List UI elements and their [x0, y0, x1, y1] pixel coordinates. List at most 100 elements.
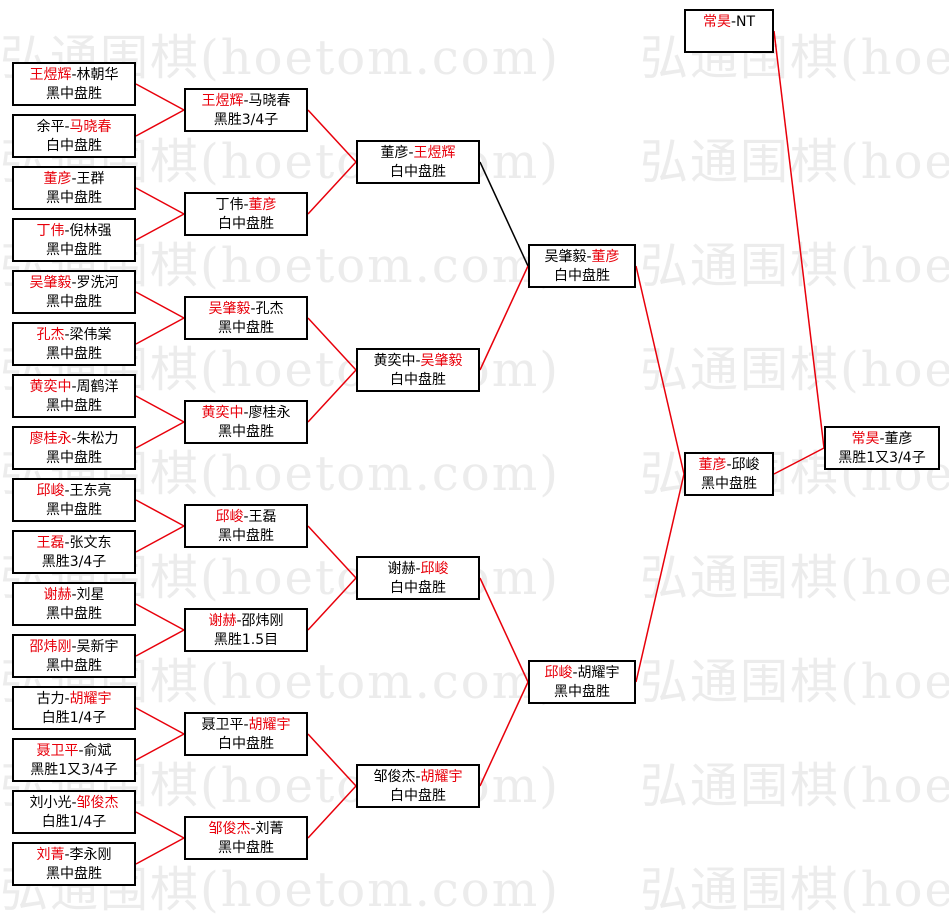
connector-line — [135, 187, 185, 215]
seed-match: 常昊-NT — [684, 9, 774, 53]
player-black: 董彦 — [698, 457, 727, 473]
player-white: 马晓春 — [248, 93, 291, 109]
match-players: 王煜辉-马晓春 — [186, 92, 306, 111]
connector-line — [479, 577, 529, 683]
versus-dash: - — [243, 405, 249, 421]
player-white: 周鹤洋 — [76, 379, 119, 395]
semifinal-match: 邱峻-胡耀宇黑中盘胜 — [528, 660, 636, 704]
match-players: 王煜辉-林朝华 — [14, 66, 134, 85]
match-result: 黑中盘胜 — [46, 502, 102, 518]
versus-dash: - — [243, 509, 249, 525]
player-white: 吴新宇 — [76, 639, 119, 655]
match-result: 黑胜1又3/4子 — [838, 450, 926, 466]
match-result: 白中盘胜 — [390, 580, 446, 596]
player-black: 常昊 — [851, 431, 880, 447]
player-black: 孔杰 — [36, 327, 65, 343]
player-white: 胡耀宇 — [69, 691, 112, 707]
round1-match: 廖桂永-朱松力黑中盘胜 — [12, 426, 136, 470]
match-result: 黑胜1又3/4子 — [30, 762, 118, 778]
versus-dash: - — [586, 249, 592, 265]
player-black: 邱峻 — [36, 483, 65, 499]
match-result: 黑中盘胜 — [46, 86, 102, 102]
connector-line — [773, 30, 825, 449]
match-result: 黑中盘胜 — [218, 320, 274, 336]
match-result: 黑中盘胜 — [46, 190, 102, 206]
match-result: 白中盘胜 — [46, 138, 102, 154]
connector-line — [307, 785, 357, 839]
match-players: 聂卫平-胡耀宇 — [186, 716, 306, 735]
match-players: 董彦-王煜辉 — [358, 144, 478, 163]
round3-match: 谢赫-邱峻白中盘胜 — [356, 556, 480, 600]
match-players: 董彦-邱峻 — [686, 456, 772, 475]
final-match: 常昊-董彦黑胜1又3/4子 — [824, 426, 940, 470]
round2-match: 谢赫-邵炜刚黑胜1.5目 — [184, 608, 308, 652]
versus-dash: - — [415, 353, 421, 369]
connector-line — [135, 317, 185, 345]
versus-dash: - — [64, 119, 70, 135]
connector-line — [135, 837, 185, 865]
match-players: 孔杰-梁伟棠 — [14, 326, 134, 345]
match-players: 谢赫-邵炜刚 — [186, 612, 306, 631]
match-players: 丁伟-董彦 — [186, 196, 306, 215]
player-white: 邵炜刚 — [241, 613, 284, 629]
versus-dash: - — [64, 483, 70, 499]
player-black: 邱峻 — [215, 509, 244, 525]
versus-dash: - — [64, 847, 70, 863]
player-black: 丁伟 — [36, 223, 65, 239]
versus-dash: - — [64, 327, 70, 343]
round3-match: 邹俊杰-胡耀宇白中盘胜 — [356, 764, 480, 808]
connector-line — [635, 265, 685, 475]
match-players: 黄奕中-周鹤洋 — [14, 378, 134, 397]
player-black: 吴肇毅 — [208, 301, 251, 317]
match-players: 董彦-王群 — [14, 170, 134, 189]
match-result: 白中盘胜 — [390, 788, 446, 804]
player-white: 孔杰 — [255, 301, 284, 317]
player-black: 余平 — [36, 119, 65, 135]
player-white: 胡耀宇 — [577, 665, 620, 681]
match-result: 黑中盘胜 — [701, 476, 757, 492]
versus-dash: - — [408, 145, 414, 161]
connector-line — [307, 525, 357, 579]
match-players: 黄奕中-吴肇毅 — [358, 352, 478, 371]
match-result: 黑胜1.5目 — [213, 632, 279, 648]
player-black: 谢赫 — [387, 561, 416, 577]
connector-line — [307, 577, 357, 631]
connector-line — [307, 109, 357, 163]
round2-match: 邱峻-王磊黑中盘胜 — [184, 504, 308, 548]
round1-match: 董彦-王群黑中盘胜 — [12, 166, 136, 210]
match-players: 常昊-董彦 — [826, 430, 938, 449]
match-players: 谢赫-邱峻 — [358, 560, 478, 579]
connector-line — [773, 447, 825, 475]
player-white: 王东亮 — [69, 483, 112, 499]
match-players: 刘菁-李永刚 — [14, 846, 134, 865]
versus-dash: - — [71, 431, 77, 447]
versus-dash: - — [879, 431, 885, 447]
round2-match: 丁伟-董彦白中盘胜 — [184, 192, 308, 236]
player-black: 古力 — [36, 691, 65, 707]
connector-line — [307, 161, 357, 215]
round1-match: 黄奕中-周鹤洋黑中盘胜 — [12, 374, 136, 418]
versus-dash: - — [64, 691, 70, 707]
round1-match: 余平-马晓春白中盘胜 — [12, 114, 136, 158]
connector-line — [135, 395, 185, 423]
versus-dash: - — [415, 561, 421, 577]
versus-dash: - — [71, 379, 77, 395]
player-white: 邹俊杰 — [76, 795, 119, 811]
match-players: 丁伟-倪林强 — [14, 222, 134, 241]
round1-match: 聂卫平-俞斌黑胜1又3/4子 — [12, 738, 136, 782]
match-result: 黑中盘胜 — [218, 840, 274, 856]
match-result: 白中盘胜 — [218, 736, 274, 752]
player-black: 常昊 — [702, 14, 731, 30]
connector-line — [135, 109, 185, 137]
player-black: 黄奕中 — [29, 379, 72, 395]
versus-dash: - — [415, 769, 421, 785]
connector-line — [135, 629, 185, 657]
versus-dash: - — [730, 14, 737, 30]
match-result: 白胜1/4子 — [41, 710, 107, 726]
connector-line — [135, 811, 185, 839]
round5-match: 董彦-邱峻黑中盘胜 — [684, 452, 774, 496]
player-black: 邹俊杰 — [208, 821, 251, 837]
player-black: 王煜辉 — [29, 67, 72, 83]
match-players: 邹俊杰-刘菁 — [186, 820, 306, 839]
player-black: 谢赫 — [43, 587, 72, 603]
